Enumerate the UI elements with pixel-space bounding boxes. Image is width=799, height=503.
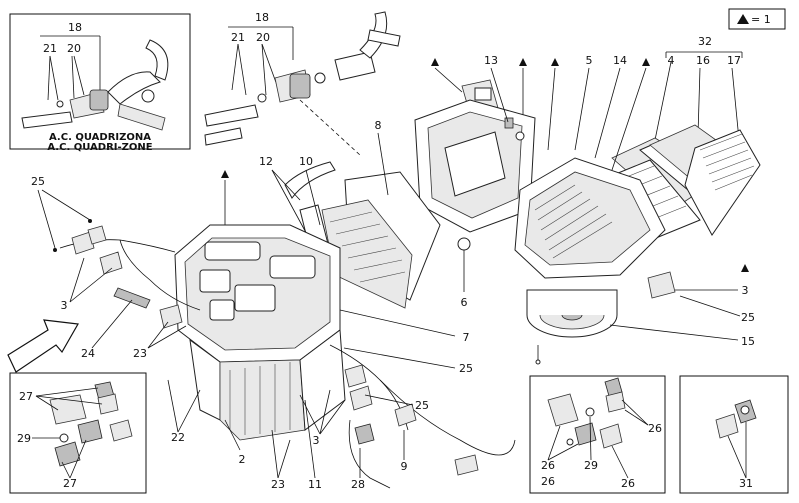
triangle-marker-icon: [431, 58, 439, 66]
callout-23: 23: [271, 478, 285, 491]
quadrizone-inset: A.C. QUADRIZONA A.C. QUADRI-ZONE 18 21 2…: [9, 13, 191, 153]
direction-arrow-icon: [7, 319, 79, 373]
callout-6: 6: [461, 296, 468, 309]
legend-text: = 1: [751, 13, 771, 26]
callout-9: 9: [401, 460, 408, 473]
callout-11: 11: [308, 478, 322, 491]
triangle-marker-icon: [519, 58, 527, 66]
legend-box: = 1: [728, 8, 786, 30]
callout-18: 18: [68, 21, 82, 34]
callout-8: 8: [375, 119, 382, 132]
callout-24: 24: [81, 347, 95, 360]
callout-25: 25: [415, 399, 429, 412]
callout-5: 5: [586, 54, 593, 67]
callout-23: 23: [133, 347, 147, 360]
callout-21: 21: [43, 42, 57, 55]
callout-28: 28: [351, 478, 365, 491]
triangle-marker-icon: [741, 264, 749, 272]
callout-4: 4: [668, 54, 675, 67]
bottom-callouts: 22 23 11 3: [167, 379, 346, 491]
callout-20: 20: [256, 31, 270, 44]
callout-7: 7: [463, 331, 470, 344]
callout-26: 26: [621, 477, 635, 490]
triangle-markers: [221, 58, 749, 272]
inset-title-line1: A.C. QUADRIZONA: [49, 132, 151, 143]
triangle-marker-icon: [221, 170, 229, 178]
blower-housing: 3 25 15 6: [457, 157, 755, 365]
callout-3: 3: [742, 284, 749, 297]
pipe-fittings-group: 18 21 20: [204, 11, 401, 156]
callout-25: 25: [459, 362, 473, 375]
callout-32: 32: [698, 35, 712, 48]
callout-29: 29: [584, 459, 598, 472]
left-harness: 25 3 24 23: [7, 175, 201, 373]
callout-18: 18: [255, 11, 269, 24]
callout-3: 3: [313, 434, 320, 447]
triangle-marker-icon: [642, 58, 650, 66]
callout-25: 25: [741, 311, 755, 324]
triangle-marker-icon: [551, 58, 559, 66]
callout-25: 25: [31, 175, 45, 188]
inset-27-29: 27 29 27: [9, 372, 147, 494]
callout-16: 16: [696, 54, 710, 67]
callout-2: 2: [239, 453, 246, 466]
filters-group: 32 4 16 17: [605, 35, 761, 239]
inset-26-29: 26 26 26 29 26: [529, 375, 666, 494]
callout-12: 12: [259, 155, 273, 168]
callout-26: 26: [648, 422, 662, 435]
callout-26: 26: [541, 459, 555, 472]
callout-22: 22: [171, 431, 185, 444]
upper-housing: 13 5 14: [414, 54, 627, 233]
inset-31: 31: [679, 375, 789, 494]
callout-31: 31: [739, 477, 753, 490]
center-harness: 25 9 28: [329, 344, 516, 491]
callout-27: 27: [19, 390, 33, 403]
triangle-marker-icon: [737, 14, 749, 24]
inset-title-line2: A.C. QUADRI-ZONE: [47, 142, 152, 153]
callout-13: 13: [484, 54, 498, 67]
callout-26: 26: [541, 475, 555, 488]
callout-14: 14: [613, 54, 627, 67]
callout-3: 3: [61, 299, 68, 312]
callout-29: 29: [17, 432, 31, 445]
callout-17: 17: [727, 54, 741, 67]
callout-27: 27: [63, 477, 77, 490]
callout-20: 20: [67, 42, 81, 55]
callout-15: 15: [741, 335, 755, 348]
callout-10: 10: [299, 155, 313, 168]
callout-21: 21: [231, 31, 245, 44]
main-hvac-unit: 7 25 2: [174, 224, 473, 466]
